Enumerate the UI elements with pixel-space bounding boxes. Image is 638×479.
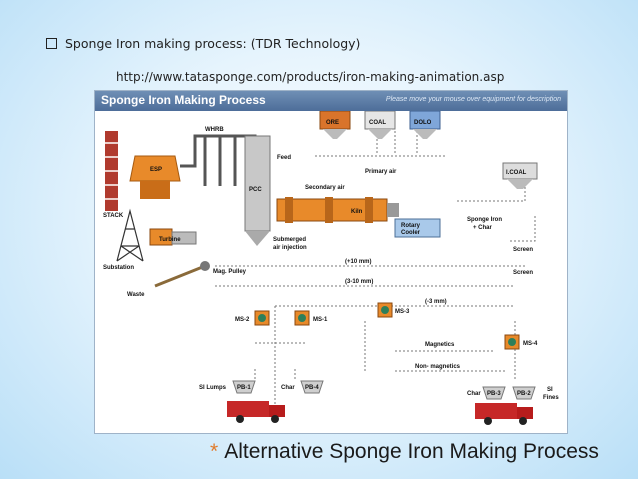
primary-air-label: Primary air [365,169,397,175]
ms2-separator[interactable] [254,310,270,326]
panel-header: Sponge Iron Making Process Please move y… [95,91,567,111]
icoal-label: I.COAL [506,170,527,176]
dolo-label: DOLO [414,120,432,126]
screen-label-2: Screen [513,270,533,276]
kiln-label: Kiln [351,209,363,215]
ms4-label: MS-4 [523,341,538,347]
ore-label: ORE [326,120,339,126]
char-right-label: Char [467,391,481,397]
mag-pulley-conveyor[interactable] [154,261,210,288]
checkbox-bullet-icon [46,38,57,49]
magnetics-label: Magnetics [425,342,455,348]
si-label-2: Fines [543,395,559,401]
ms1-label: MS-1 [313,317,328,323]
ore-hopper[interactable] [319,111,351,139]
substation-label: Substation [103,265,134,271]
pb4-bin[interactable] [300,380,324,394]
process-diagram: STACK ESP WHRB PCC Feed ORE COAL [103,111,559,425]
mm3-10-label: (3-10 mm) [345,279,373,285]
ms4-separator[interactable] [504,334,520,350]
turbine[interactable] [149,228,197,246]
secondary-air-label: Secondary air [305,185,345,191]
submerged-label-1: Submerged [273,237,306,243]
panel-title: Sponge Iron Making Process [101,93,266,107]
pcc-tower[interactable] [244,135,271,246]
plus10-label: (+10 mm) [345,259,372,265]
bullet-heading: Sponge Iron making process: (TDR Technol… [46,36,360,51]
minus3-label: (-3 mm) [425,299,447,305]
bullet-text: Sponge Iron making process: (TDR Technol… [65,36,361,51]
pb1-bin[interactable] [232,380,256,394]
slide-footer: *Alternative Sponge Iron Making Process [210,440,599,464]
si-label-1: SI [547,387,553,393]
waste-label: Waste [127,292,145,298]
rotary-cooler[interactable] [394,218,441,238]
ms3-label: MS-3 [395,309,410,315]
ms2-label: MS-2 [235,317,250,323]
esp-label: ESP [150,167,162,173]
stack-label: STACK [103,213,124,219]
star-marker: * [210,440,219,463]
kiln[interactable] [276,197,399,223]
sponge-label-1: Sponge Iron [467,217,502,223]
sponge-label-2: + Char [473,225,493,231]
mag-pulley-label: Mag. Pulley [213,269,247,275]
turbine-label: Turbine [159,237,181,243]
pb3-label: PB-3 [487,391,501,397]
pb2-label: PB-2 [517,391,531,397]
panel-hint: Please move your mouse over equipment fo… [385,96,561,103]
submerged-label-2: air injection [273,245,307,251]
source-url[interactable]: http://www.tatasponge.com/products/iron-… [116,70,505,84]
diagram-panel: Sponge Iron Making Process Please move y… [94,90,568,434]
rotary-label-1: Rotary [401,223,421,229]
dolo-hopper[interactable] [409,111,441,139]
whrb-label: WHRB [205,127,224,133]
pb4-label: PB-4 [305,385,319,391]
non-magnetics-label: Non- magnetics [415,364,461,370]
char-left-label: Char [281,385,295,391]
pb2-bin[interactable] [512,386,536,400]
si-lumps-label: SI Lumps [199,385,227,391]
pb1-label: PB-1 [237,385,251,391]
substation-tower[interactable] [116,208,144,262]
pb3-bin[interactable] [482,386,506,400]
pcc-label: PCC [249,187,262,193]
ms1-separator[interactable] [294,310,310,326]
coal-hopper[interactable] [364,111,396,139]
esp-unit[interactable] [129,155,181,199]
truck-left [227,401,285,423]
truck-right [475,403,533,425]
stack[interactable] [105,131,118,211]
whrb-duct[interactable] [180,134,257,191]
rotary-label-2: Cooler [401,230,421,236]
footer-title: Alternative Sponge Iron Making Process [224,440,599,463]
screen-label-1: Screen [513,247,533,253]
ms3-separator[interactable] [377,302,393,318]
icoal-hopper[interactable] [502,162,538,189]
feed-label: Feed [277,155,291,161]
flow-lines [215,123,536,411]
coal-label: COAL [369,120,386,126]
